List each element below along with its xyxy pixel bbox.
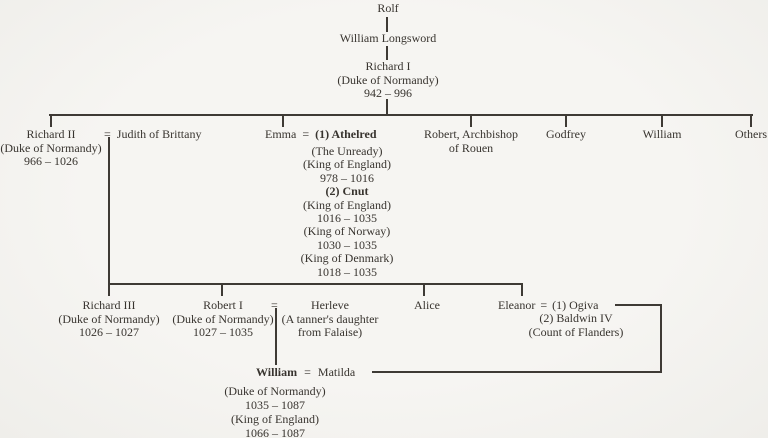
person-matilda: Matilda xyxy=(317,365,356,379)
person-richard2: Richard II (Duke of Normandy) 966 – 1026 xyxy=(0,127,102,169)
tick-alice xyxy=(423,283,425,296)
person-years: 1035 – 1087 xyxy=(245,398,305,412)
cnut-title-denmark: (King of Denmark) xyxy=(300,251,394,266)
person-desc: from Falaise) xyxy=(297,325,363,339)
person-athelred: (1) Athelred xyxy=(315,127,377,141)
person-name: Richard II xyxy=(26,127,76,141)
connector-richard2-judith-to-children xyxy=(108,137,110,285)
person-name: Rolf xyxy=(377,1,399,15)
person-cnut: (2) Cnut xyxy=(325,184,369,199)
connector-rolf-to-longsword xyxy=(386,17,388,32)
person-title: (Duke of Normandy) xyxy=(58,311,160,326)
cnut-title-norway: (King of Norway) xyxy=(303,224,391,239)
person-name: Robert I xyxy=(203,298,243,312)
tick-emma xyxy=(282,114,284,127)
person-richard1: Richard I (Duke of Normandy) 942 – 996 xyxy=(337,59,439,101)
person-richard3: Richard III (Duke of Normandy) 1026 – 10… xyxy=(58,298,160,340)
marriage-emma-athelred: Emma = (1) Athelred xyxy=(265,127,377,142)
athelred-epithet: (The Unready) xyxy=(311,144,383,158)
person-name: Godfrey xyxy=(546,127,586,141)
tick-richard2 xyxy=(50,114,52,127)
person-judith-of-brittany: Judith of Brittany xyxy=(116,127,202,141)
person-name: Richard III xyxy=(82,298,136,312)
marriage-eleanor-ogiva: Eleanor = (1) Ogiva xyxy=(498,298,599,313)
person-alice: Alice xyxy=(414,298,440,313)
person-title: (Duke of Normandy) xyxy=(0,140,102,155)
tick-godfrey xyxy=(565,114,567,127)
equals-robert1-herleve: = xyxy=(271,298,278,313)
person-ogiva: (1) Ogiva xyxy=(552,298,599,312)
person-robert1: Robert I (Duke of Normandy) 1027 – 1035 xyxy=(172,298,274,340)
equals-sign: = xyxy=(104,127,111,141)
person-name: Richard I xyxy=(365,59,411,73)
tick-others xyxy=(750,114,752,127)
person-eleanor: Eleanor xyxy=(498,298,536,312)
athelred-title: (King of England) xyxy=(303,157,391,172)
william-conqueror-detail-block: (Duke of Normandy) 1035 – 1087 (King of … xyxy=(224,384,325,438)
equals-sign: = xyxy=(540,298,548,312)
connector-longsword-to-richard1 xyxy=(386,46,388,60)
person-title: (Count of Flanders) xyxy=(528,324,624,339)
equals-sign: = xyxy=(302,127,310,141)
person-name: William Longsword xyxy=(339,31,437,45)
person-years: 942 – 996 xyxy=(364,86,412,100)
connector-richard1-to-children xyxy=(386,99,388,115)
sibling-line-gen2 xyxy=(49,114,753,116)
person-name: Robert, Archbishop xyxy=(424,127,518,141)
sibling-line-gen3 xyxy=(108,283,523,285)
person-years: 1027 – 1035 xyxy=(193,325,253,339)
cnut-years-denmark: 1018 – 1035 xyxy=(316,264,377,279)
person-years: 966 – 1026 xyxy=(24,154,78,168)
person-title: (King of England) xyxy=(231,412,319,426)
cnut-years-england: 1016 – 1035 xyxy=(316,211,377,226)
cnut-years-norway: 1030 – 1035 xyxy=(316,237,377,252)
person-godfrey: Godfrey xyxy=(546,127,586,142)
marriage-richard2-judith: = Judith of Brittany xyxy=(104,127,202,142)
person-baldwin4: (2) Baldwin IV (Count of Flanders) xyxy=(528,311,624,339)
person-others: Others xyxy=(735,127,767,142)
cnut-title-england: (King of England) xyxy=(303,197,391,212)
person-title: (Duke of Normandy) xyxy=(224,384,326,398)
emma-spouses-detail-block: (The Unready) (King of England) 978 – 10… xyxy=(300,144,394,279)
person-title: of Rouen xyxy=(448,140,494,155)
person-william-conqueror: William xyxy=(256,365,298,379)
person-name: (2) Baldwin IV xyxy=(539,311,613,325)
person-name: William xyxy=(642,127,682,141)
connector-flanders-down xyxy=(660,304,662,373)
tick-richard3 xyxy=(108,283,110,296)
person-years: 1066 – 1087 xyxy=(245,426,305,438)
person-rolf: Rolf xyxy=(377,1,399,16)
person-title: (Duke of Normandy) xyxy=(337,72,439,87)
person-herleve: Herleve (A tanner's daughter from Falais… xyxy=(281,298,379,340)
equals-sign: = xyxy=(271,298,278,312)
person-name: Alice xyxy=(414,298,440,312)
connector-matilda-right xyxy=(372,371,662,373)
person-name: Others xyxy=(735,127,767,141)
connector-robert1-herleve-to-william xyxy=(275,308,277,365)
equals-sign: = xyxy=(304,365,311,379)
person-desc: (A tanner's daughter xyxy=(281,311,379,326)
person-william-longsword: William Longsword xyxy=(339,31,437,46)
person-robert-archbishop: Robert, Archbishop of Rouen xyxy=(424,127,518,155)
tick-robert-archbishop xyxy=(470,114,472,127)
tick-eleanor xyxy=(521,283,523,296)
person-years: 1026 – 1027 xyxy=(79,325,139,339)
tick-william-gen2 xyxy=(661,114,663,127)
connector-ogiva-right xyxy=(615,304,662,306)
person-name: Herleve xyxy=(311,298,349,312)
marriage-william-matilda: William = Matilda xyxy=(256,365,356,380)
tick-robert1 xyxy=(221,283,223,296)
person-william-gen2: William xyxy=(642,127,682,142)
person-emma: Emma xyxy=(265,127,297,141)
person-title: (Duke of Normandy) xyxy=(172,311,274,326)
athelred-years: 978 – 1016 xyxy=(319,170,374,185)
